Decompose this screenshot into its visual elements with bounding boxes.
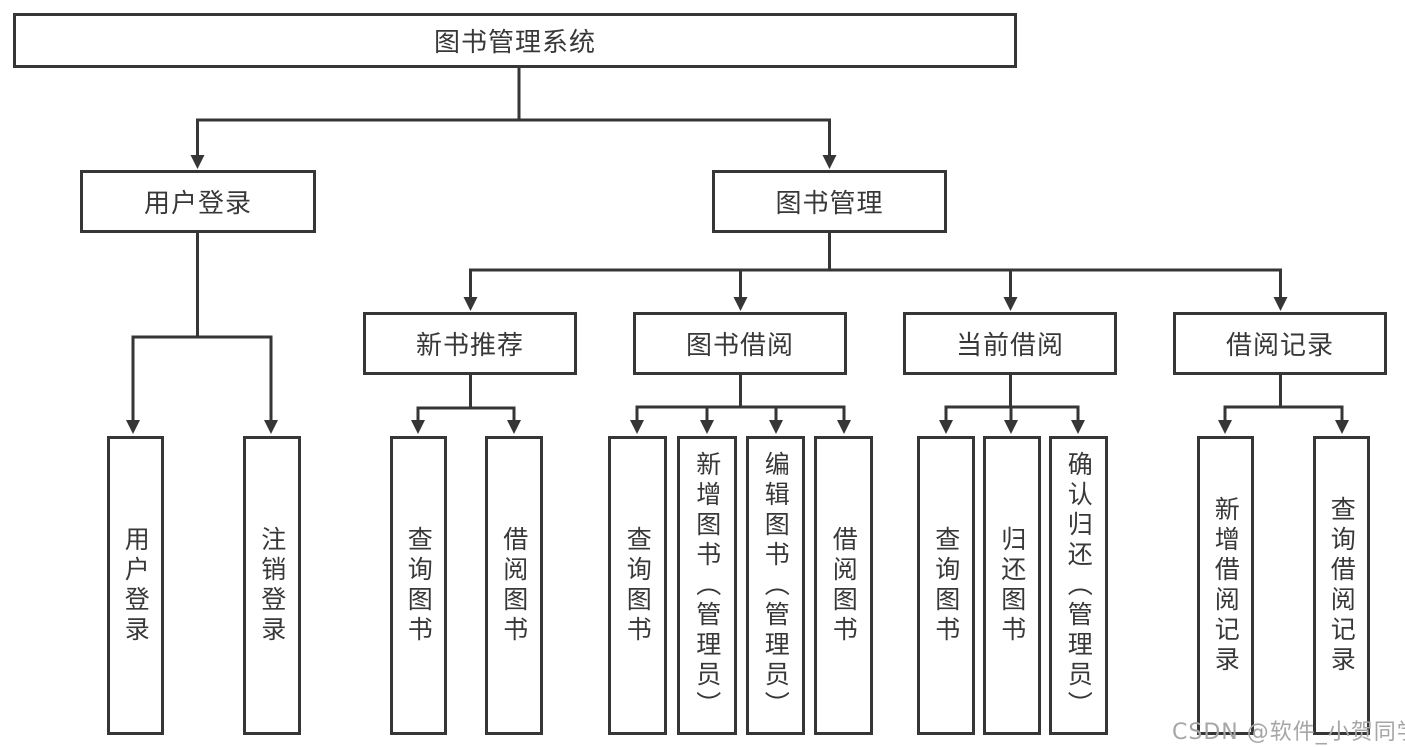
leaf-query-books-borrowing-label: 查询图书 — [623, 525, 653, 646]
node-library-management-system: 图书管理系统 — [13, 13, 1017, 68]
leaf-return-books: 归还图书 — [983, 436, 1041, 735]
node-book-borrowing: 图书借阅 — [633, 312, 847, 375]
leaf-borrow-books-recommend-label: 借阅图书 — [499, 525, 529, 646]
leaf-query-books-recommend: 查询图书 — [390, 436, 447, 735]
leaf-confirm-return-admin: 确认归还（管理员） — [1049, 436, 1108, 735]
leaf-add-book-admin: 新增图书（管理员） — [677, 436, 737, 735]
leaf-add-borrow-record-label: 新增借阅记录 — [1211, 495, 1241, 676]
leaf-logout-login-label: 注销登录 — [257, 525, 287, 646]
watermark: CSDN @软件_小贺同学 — [1172, 720, 1405, 745]
leaf-query-books-recommend-label: 查询图书 — [404, 525, 434, 646]
node-book-management: 图书管理 — [712, 170, 947, 233]
leaf-borrow-books-borrowing-label: 借阅图书 — [829, 525, 859, 646]
leaf-add-book-admin-label: 新增图书（管理员） — [692, 450, 722, 721]
leaf-query-borrow-record: 查询借阅记录 — [1313, 436, 1370, 735]
leaf-borrow-books-borrowing: 借阅图书 — [814, 436, 873, 735]
leaf-add-borrow-record: 新增借阅记录 — [1197, 436, 1254, 735]
arrowheads — [126, 155, 1349, 434]
node-current-borrowing: 当前借阅 — [903, 312, 1117, 375]
leaf-logout-login: 注销登录 — [243, 436, 301, 735]
node-user-login: 用户登录 — [80, 170, 316, 233]
node-new-book-recommendation: 新书推荐 — [363, 312, 577, 375]
leaf-edit-book-admin: 编辑图书（管理员） — [746, 436, 805, 735]
leaf-edit-book-admin-label: 编辑图书（管理员） — [761, 450, 791, 721]
leaf-user-login: 用户登录 — [107, 436, 164, 735]
leaf-confirm-return-admin-label: 确认归还（管理员） — [1064, 450, 1094, 721]
node-borrowing-records: 借阅记录 — [1173, 312, 1387, 375]
leaf-return-books-label: 归还图书 — [997, 525, 1027, 646]
leaf-query-borrow-record-label: 查询借阅记录 — [1327, 495, 1357, 676]
leaf-query-books-borrowing: 查询图书 — [608, 436, 667, 735]
leaf-query-books-current: 查询图书 — [917, 436, 975, 735]
leaf-borrow-books-recommend: 借阅图书 — [485, 436, 543, 735]
leaf-query-books-current-label: 查询图书 — [931, 525, 961, 646]
leaf-user-login-label: 用户登录 — [121, 525, 151, 646]
